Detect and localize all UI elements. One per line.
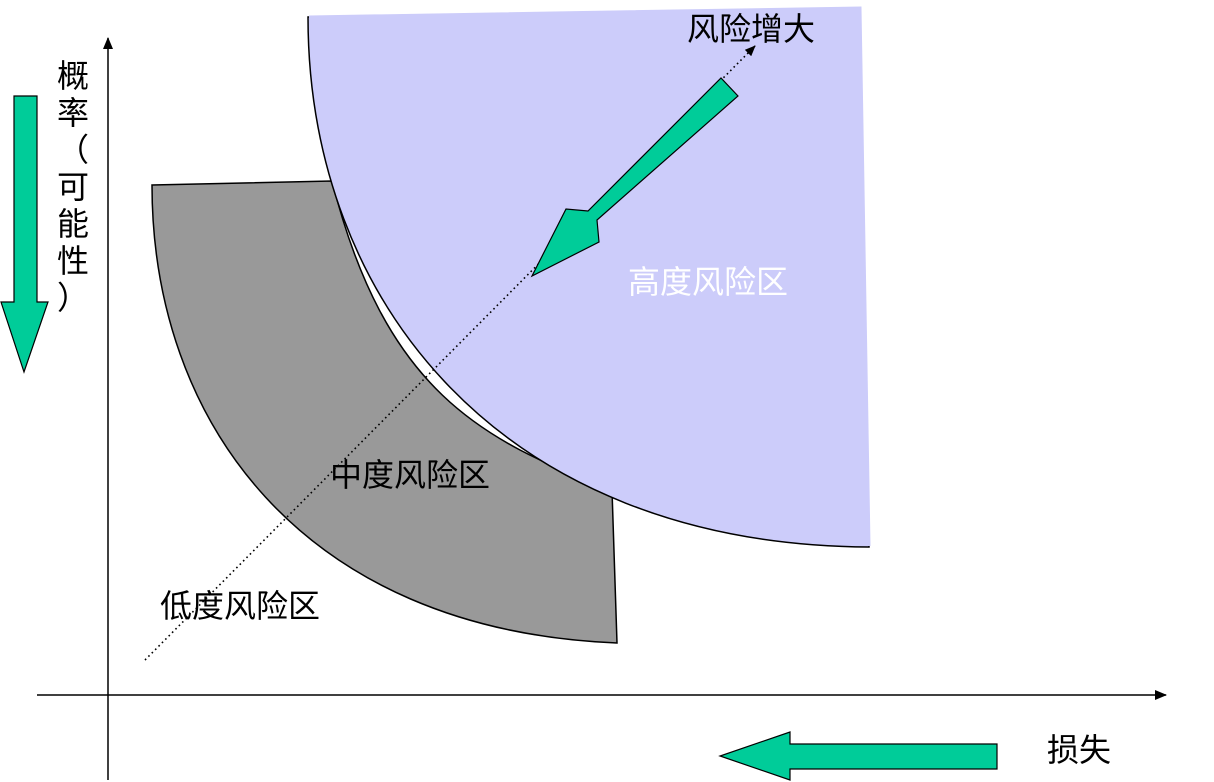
risk-increase-arrow-icon [530,77,739,278]
high-risk-zone [307,7,870,548]
high-risk-zone-edge-cover [308,6,871,547]
risk-increase-label: 风险增大 [687,10,815,48]
high-risk-zone-label: 高度风险区 [628,263,788,301]
low-risk-zone-label: 低度风险区 [160,587,320,625]
medium-risk-zone [151,180,618,644]
loss-arrow-left-icon [718,731,998,781]
y-axis-label-text: 概率（可能性） [57,57,89,317]
medium-risk-zone-label: 中度风险区 [330,456,490,494]
y-axis-label: 概率（可能性） [57,57,89,317]
probability-arrow-down-icon [0,95,49,374]
x-axis-label: 损失 [1047,731,1111,769]
